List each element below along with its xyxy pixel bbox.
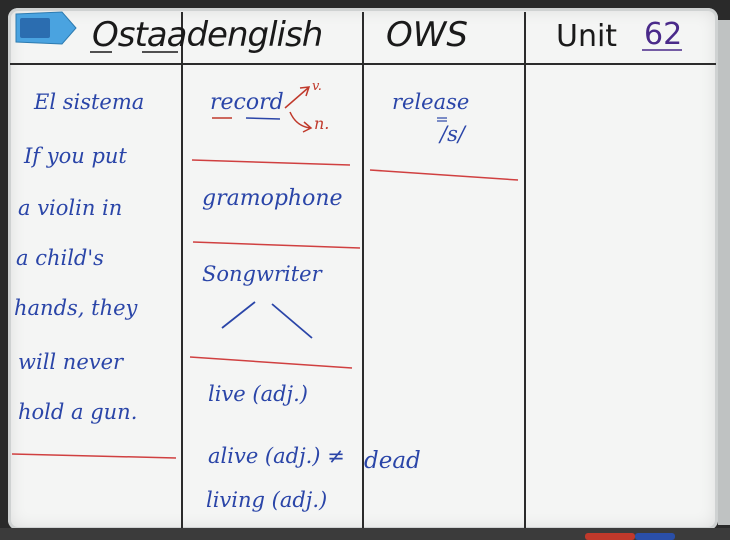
word-songwriter: Songwriter bbox=[202, 262, 322, 286]
col1-line-4: a child's bbox=[16, 246, 104, 270]
marker-tray bbox=[0, 528, 730, 540]
eraser-icon bbox=[15, 11, 77, 45]
col1-line-6: will never bbox=[18, 350, 124, 374]
section-title: OWS bbox=[386, 15, 468, 55]
unit-number: 62 bbox=[644, 17, 683, 52]
board-frame bbox=[718, 20, 730, 525]
unit-label: Unit bbox=[556, 19, 618, 54]
col1-line-2: If you put bbox=[24, 144, 127, 168]
col1-line-1: El sistema bbox=[34, 90, 145, 114]
col1-line-5: hands, they bbox=[14, 296, 138, 320]
red-marker bbox=[585, 533, 635, 540]
word-record: record bbox=[210, 90, 284, 115]
blue-marker bbox=[635, 533, 675, 540]
word-release: release bbox=[392, 90, 470, 114]
col1-line-7: hold a gun. bbox=[18, 400, 138, 424]
brand-title: Ostaadenglish bbox=[92, 15, 323, 55]
release-phonetic: /s/ bbox=[440, 122, 465, 146]
noun-tag: n. bbox=[314, 114, 330, 133]
word-gramophone: gramophone bbox=[202, 186, 343, 211]
word-dead: dead bbox=[364, 448, 421, 474]
col1-line-3: a violin in bbox=[18, 196, 123, 220]
verb-tag: v. bbox=[312, 79, 322, 94]
word-living: living (adj.) bbox=[206, 488, 328, 512]
word-alive: alive (adj.) ≠ bbox=[208, 444, 345, 468]
word-live: live (adj.) bbox=[208, 382, 308, 406]
